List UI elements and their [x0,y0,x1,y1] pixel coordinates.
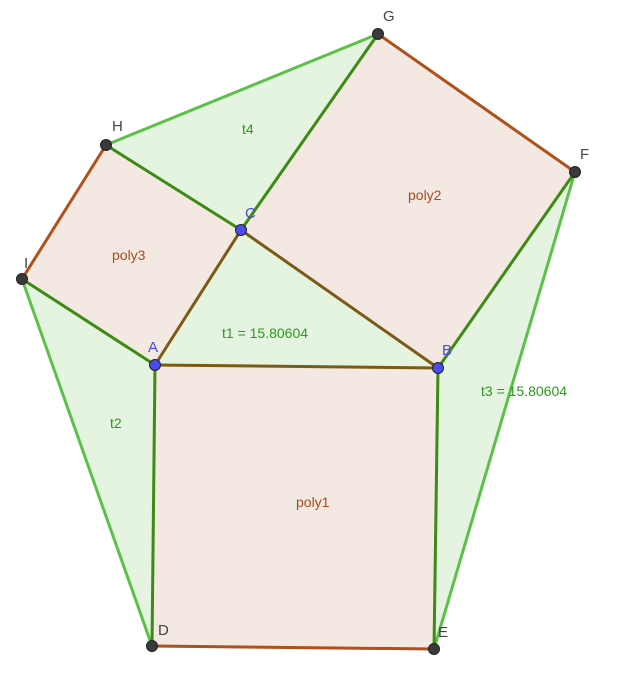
label-poly3: poly3 [112,247,146,263]
label-t1: t1 = 15.80604 [222,325,308,341]
point-label-d: D [158,622,169,639]
segment-bc[interactable] [239,228,440,370]
square-poly2[interactable] [241,34,575,368]
point-h[interactable] [100,139,112,151]
triangle-t1[interactable] [155,230,438,368]
point-a[interactable] [149,359,161,371]
segment-ia[interactable] [20,277,157,367]
point-label-f: F [580,146,589,163]
segment-gf[interactable] [376,32,577,174]
point-label-a: A [148,339,158,356]
segment-ad[interactable] [150,363,157,648]
segment-hi[interactable] [20,143,108,281]
segment-hc[interactable] [104,143,243,232]
label-poly2: poly2 [408,187,442,203]
point-label-b: B [442,342,452,359]
point-c[interactable] [235,224,247,236]
segment-ab[interactable] [153,363,440,370]
segment-ac[interactable] [153,228,243,367]
segment-cg[interactable] [239,32,380,232]
segment-bf[interactable] [436,170,577,370]
point-e[interactable] [428,643,440,655]
point-i[interactable] [16,273,28,285]
segment-be[interactable] [432,366,440,651]
square-poly3[interactable] [22,145,241,365]
point-f[interactable] [569,166,581,178]
label-poly1: poly1 [296,494,330,510]
point-label-g: G [383,8,395,25]
point-label-e: E [438,624,448,641]
point-b[interactable] [432,362,444,374]
label-t3: t3 = 15.80604 [481,383,567,399]
segment-de[interactable] [150,644,436,651]
point-label-h: H [112,118,123,135]
triangle-t4[interactable] [106,34,378,230]
point-g[interactable] [372,28,384,40]
label-t2: t2 [110,415,122,431]
segment-hg[interactable] [104,32,380,147]
point-d[interactable] [146,640,158,652]
segment-fe[interactable] [432,170,577,651]
point-label-c: C [245,205,256,222]
segment-id[interactable] [20,277,154,648]
point-label-i: I [24,255,28,272]
label-t4: t4 [242,121,254,137]
square-poly1[interactable] [152,365,438,649]
